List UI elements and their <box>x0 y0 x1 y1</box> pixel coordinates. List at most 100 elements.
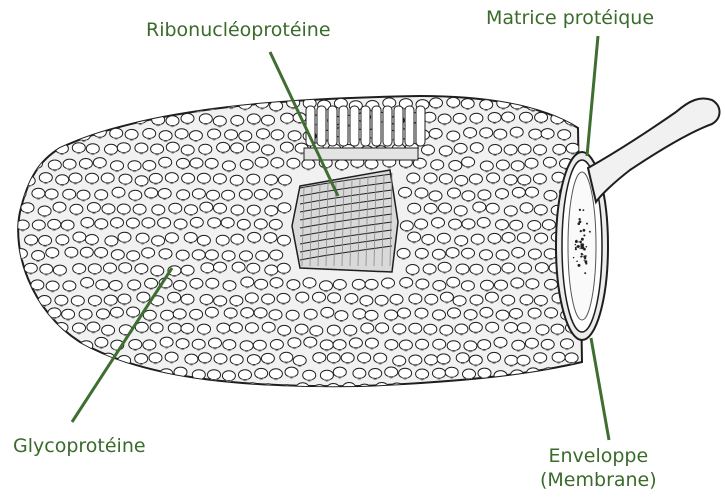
core-dot <box>583 234 585 236</box>
glycoprotein-spike <box>535 383 548 394</box>
glycoprotein-spike <box>511 370 524 381</box>
ribonucleoprotein-window <box>292 170 398 272</box>
core-dot <box>578 222 581 225</box>
core-dot <box>575 248 577 250</box>
label-ribonucleoprotein-text: Ribonucléoprotéine <box>146 18 331 42</box>
matrix-spike <box>405 106 414 146</box>
glycoprotein-spike <box>24 113 37 124</box>
glycoprotein-spike <box>527 368 540 379</box>
core-dot <box>585 246 587 248</box>
matrix-spike <box>328 106 337 146</box>
core-dot <box>580 256 582 258</box>
label-glycoproteine: Glycoprotéine <box>13 434 146 458</box>
glycoprotein-spike <box>118 113 131 124</box>
glycoprotein-spike <box>566 386 579 397</box>
glycoprotein-spike <box>127 368 140 379</box>
glycoprotein-spike <box>30 131 43 142</box>
glycoprotein-spike <box>17 367 30 378</box>
label-enveloppe: Enveloppe (Membrane) <box>540 444 657 492</box>
glycoprotein-spike <box>38 355 51 366</box>
glycoprotein-spike <box>73 115 86 126</box>
glycoprotein-spike <box>79 99 92 110</box>
core-dot <box>582 229 585 232</box>
glycoprotein-spike <box>375 383 388 394</box>
matrix-spike <box>394 106 403 146</box>
core-dot <box>578 218 580 220</box>
glycoprotein-spike <box>472 383 485 394</box>
glycoprotein-spike <box>56 383 69 394</box>
core-dot <box>589 231 591 233</box>
glycoprotein-spike <box>127 98 140 109</box>
glycoprotein-spike <box>103 112 116 123</box>
glycoprotein-spike <box>455 384 468 395</box>
glycoprotein-spike <box>15 99 28 110</box>
tail-stub <box>588 99 720 203</box>
glycoprotein-spike <box>29 310 42 321</box>
glycoprotein-spike <box>88 115 101 126</box>
glycoprotein-spike <box>296 383 309 394</box>
glycoprotein-spike <box>47 99 60 110</box>
core-dot <box>583 248 586 251</box>
glycoprotein-spike <box>86 356 99 367</box>
glycoprotein-spike <box>558 98 571 109</box>
core-dot <box>585 262 587 264</box>
glycoprotein-spike <box>423 383 436 394</box>
glycoprotein-spike <box>80 369 93 380</box>
core-dot <box>575 244 577 246</box>
matrix-spike <box>372 106 381 146</box>
glycoprotein-spike <box>70 384 83 395</box>
label-matrice-proteique: Matrice protéique <box>486 6 654 30</box>
glycoprotein-spike <box>112 97 125 108</box>
glycoprotein-spike <box>21 355 34 366</box>
glycoprotein-spike <box>441 386 454 397</box>
glycoprotein-spike <box>15 278 28 289</box>
core-dot <box>581 246 582 247</box>
glycoprotein-spike <box>38 325 51 336</box>
glycoprotein-spike <box>63 338 76 349</box>
glycoprotein-spike <box>62 371 75 382</box>
leader-line-matrice <box>587 36 598 156</box>
core-dot <box>584 272 586 274</box>
glycoprotein-spike <box>519 384 532 395</box>
glycoprotein-spike <box>70 354 83 365</box>
core-dot <box>584 260 585 261</box>
glycoprotein-spike <box>134 386 147 397</box>
glycoprotein-spike <box>198 385 211 396</box>
glycoprotein-spike <box>110 368 123 379</box>
core-dot <box>585 255 587 257</box>
matrix-spike <box>350 106 359 146</box>
core-dot <box>581 243 584 246</box>
glycoprotein-spike <box>166 385 179 396</box>
label-ribonucleoprotein: Ribonucléoprotéine <box>146 18 331 42</box>
core-dot <box>579 248 580 249</box>
label-glycoproteine-text: Glycoprotéine <box>13 434 146 458</box>
matrix-spike <box>416 106 425 146</box>
glycoprotein-spike <box>120 384 133 395</box>
glycoprotein-spike <box>22 292 35 303</box>
core-dot <box>582 254 583 255</box>
core-dot <box>584 257 586 259</box>
glycoprotein-spike <box>55 353 68 364</box>
core-dot <box>579 241 582 244</box>
matrix-spike <box>339 106 348 146</box>
glycoprotein-spike <box>174 97 187 108</box>
glycoprotein-spike <box>501 384 514 395</box>
glycoprotein-spike <box>47 339 60 350</box>
glycoprotein-spike <box>181 383 194 394</box>
glycoprotein-spike <box>543 99 556 110</box>
glycoprotein-spike <box>327 384 340 395</box>
glycoprotein-spike <box>159 99 172 110</box>
matrix-spike-row <box>304 106 425 160</box>
glycoprotein-spike <box>104 386 117 397</box>
glycoprotein-spike <box>151 384 164 395</box>
glycoprotein-spike <box>48 130 61 141</box>
glycoprotein-spike <box>94 100 107 111</box>
glycoprotein-spike <box>17 311 30 322</box>
glycoprotein-spike <box>118 356 131 367</box>
glycoprotein-spike <box>61 101 74 112</box>
glycoprotein-spike <box>22 145 35 156</box>
glycoprotein-spike <box>62 128 75 139</box>
core-dot <box>579 209 581 211</box>
